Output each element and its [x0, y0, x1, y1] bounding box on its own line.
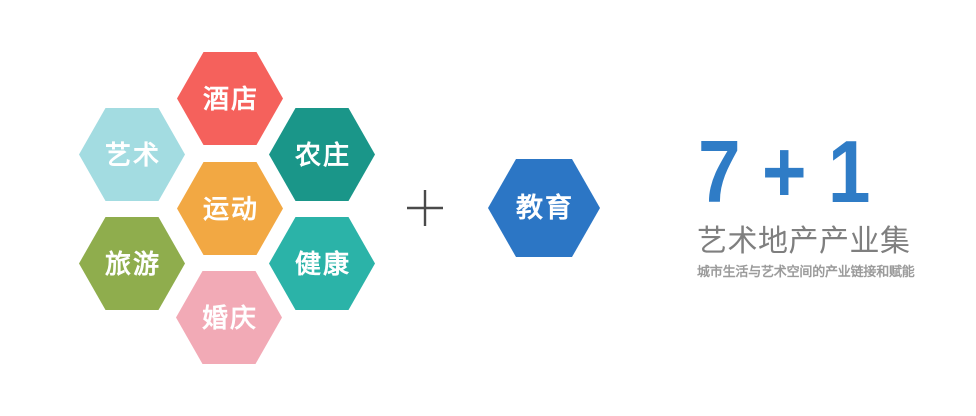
- hexagon-hotel-label: 酒店: [202, 83, 259, 114]
- hexagon-travel: 旅游: [79, 217, 185, 310]
- hexagon-travel-label: 旅游: [104, 248, 161, 279]
- hexagon-education-label: 教育: [516, 192, 574, 223]
- hexagon-farm-label: 农庄: [294, 139, 351, 170]
- hexagon-art-label: 艺术: [104, 139, 161, 170]
- hexagon-wedding: 婚庆: [176, 271, 282, 364]
- caption-title: 艺术地产产业集: [697, 225, 911, 258]
- hexagon-sport: 运动: [177, 162, 283, 255]
- hexagon-hotel: 酒店: [177, 52, 283, 145]
- plus-icon: [407, 190, 443, 226]
- headline-7-plus-1: 7 + 1: [698, 122, 871, 221]
- hexagon-sport-label: 运动: [202, 193, 259, 224]
- caption-subtitle: 城市生活与艺术空间的产业链接和赋能: [697, 264, 915, 279]
- hexagon-health-label: 健康: [294, 248, 351, 279]
- hexagon-art: 艺术: [79, 108, 185, 201]
- hexagon-education: 教育: [488, 159, 600, 257]
- hexagon-farm: 农庄: [269, 108, 375, 201]
- hexagon-wedding-label: 婚庆: [201, 302, 258, 333]
- hexagon-health: 健康: [269, 217, 375, 310]
